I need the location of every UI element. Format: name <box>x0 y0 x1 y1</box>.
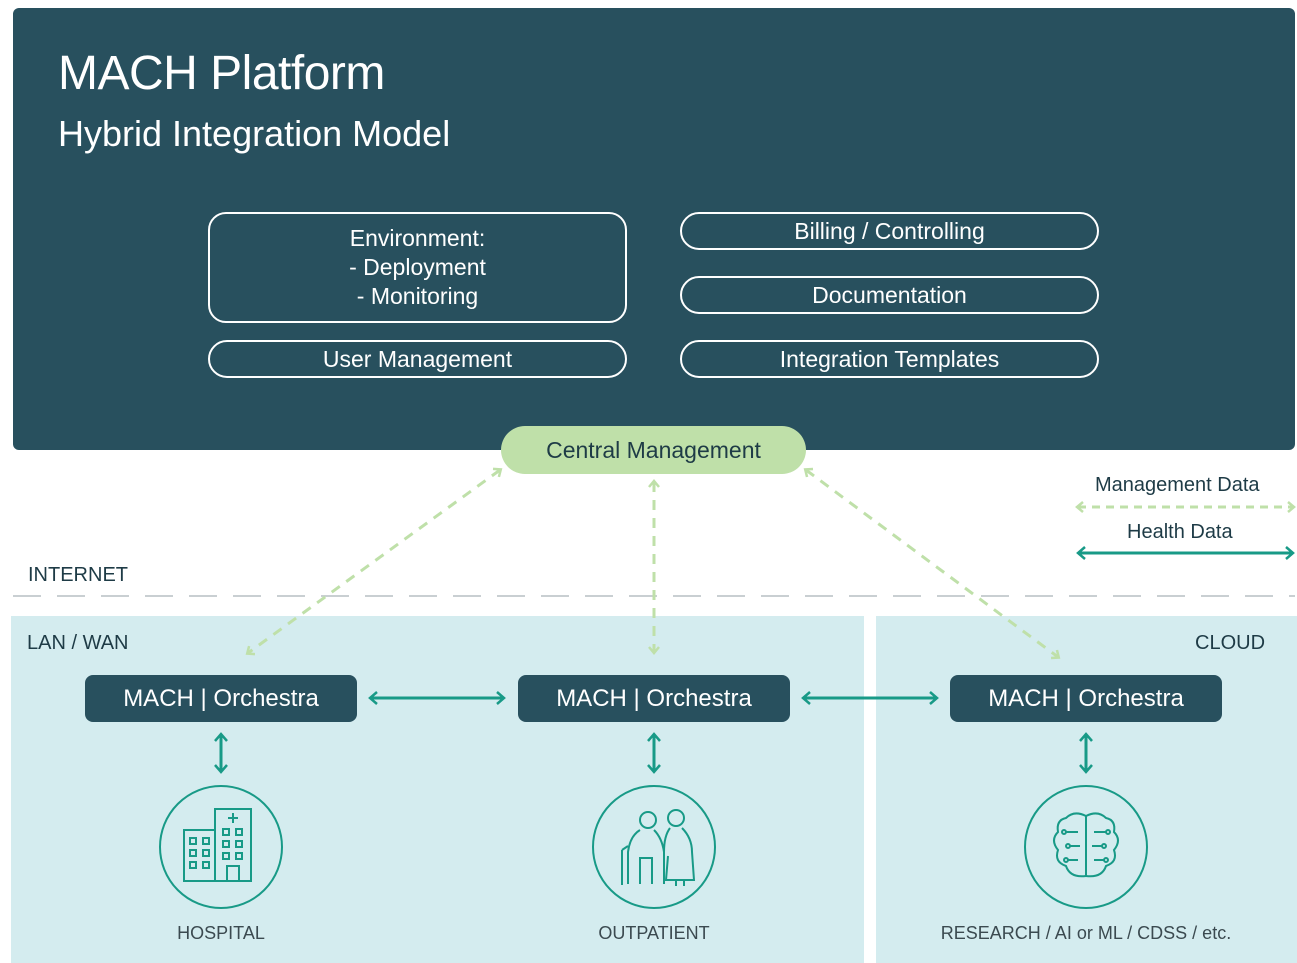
hospital-building-icon <box>159 785 283 909</box>
research-label: RESEARCH / AI or ML / CDSS / etc. <box>940 923 1232 943</box>
integration-templates-pill: Integration Templates <box>680 340 1099 378</box>
environment-line-2: - Deployment <box>349 254 486 280</box>
cloud-label: CLOUD <box>1195 632 1266 654</box>
central-management: Central Management <box>501 426 806 474</box>
documentation-pill: Documentation <box>680 276 1099 314</box>
orchestra-outpatient: MACH | Orchestra <box>518 675 790 722</box>
environment-line-3: - Monitoring <box>356 283 479 309</box>
outpatient-label: OUTPATIENT <box>598 923 710 943</box>
lan-wan-zone <box>11 616 864 963</box>
billing-controlling-pill: Billing / Controlling <box>680 212 1099 250</box>
user-management-pill: User Management <box>208 340 627 378</box>
lan-wan-label: LAN / WAN <box>27 632 129 654</box>
environment-box: Environment: - Deployment - Monitoring <box>208 212 627 323</box>
cloud-zone <box>876 616 1297 963</box>
management-arrow-right <box>803 467 1061 660</box>
legend-management-data: Management Data <box>1095 474 1260 496</box>
legend-health-data: Health Data <box>1127 521 1233 543</box>
elderly-couple-icon <box>592 785 716 909</box>
orchestra-hospital: MACH | Orchestra <box>85 675 357 722</box>
brain-circuit-icon <box>1024 785 1148 909</box>
management-arrow-left <box>245 467 503 656</box>
platform-title: MACH Platform <box>58 47 385 100</box>
environment-line-1: Environment: <box>349 225 486 251</box>
internet-label: INTERNET <box>28 564 128 586</box>
platform-subtitle: Hybrid Integration Model <box>58 113 451 154</box>
orchestra-research: MACH | Orchestra <box>950 675 1222 722</box>
hospital-label: HOSPITAL <box>177 923 265 943</box>
